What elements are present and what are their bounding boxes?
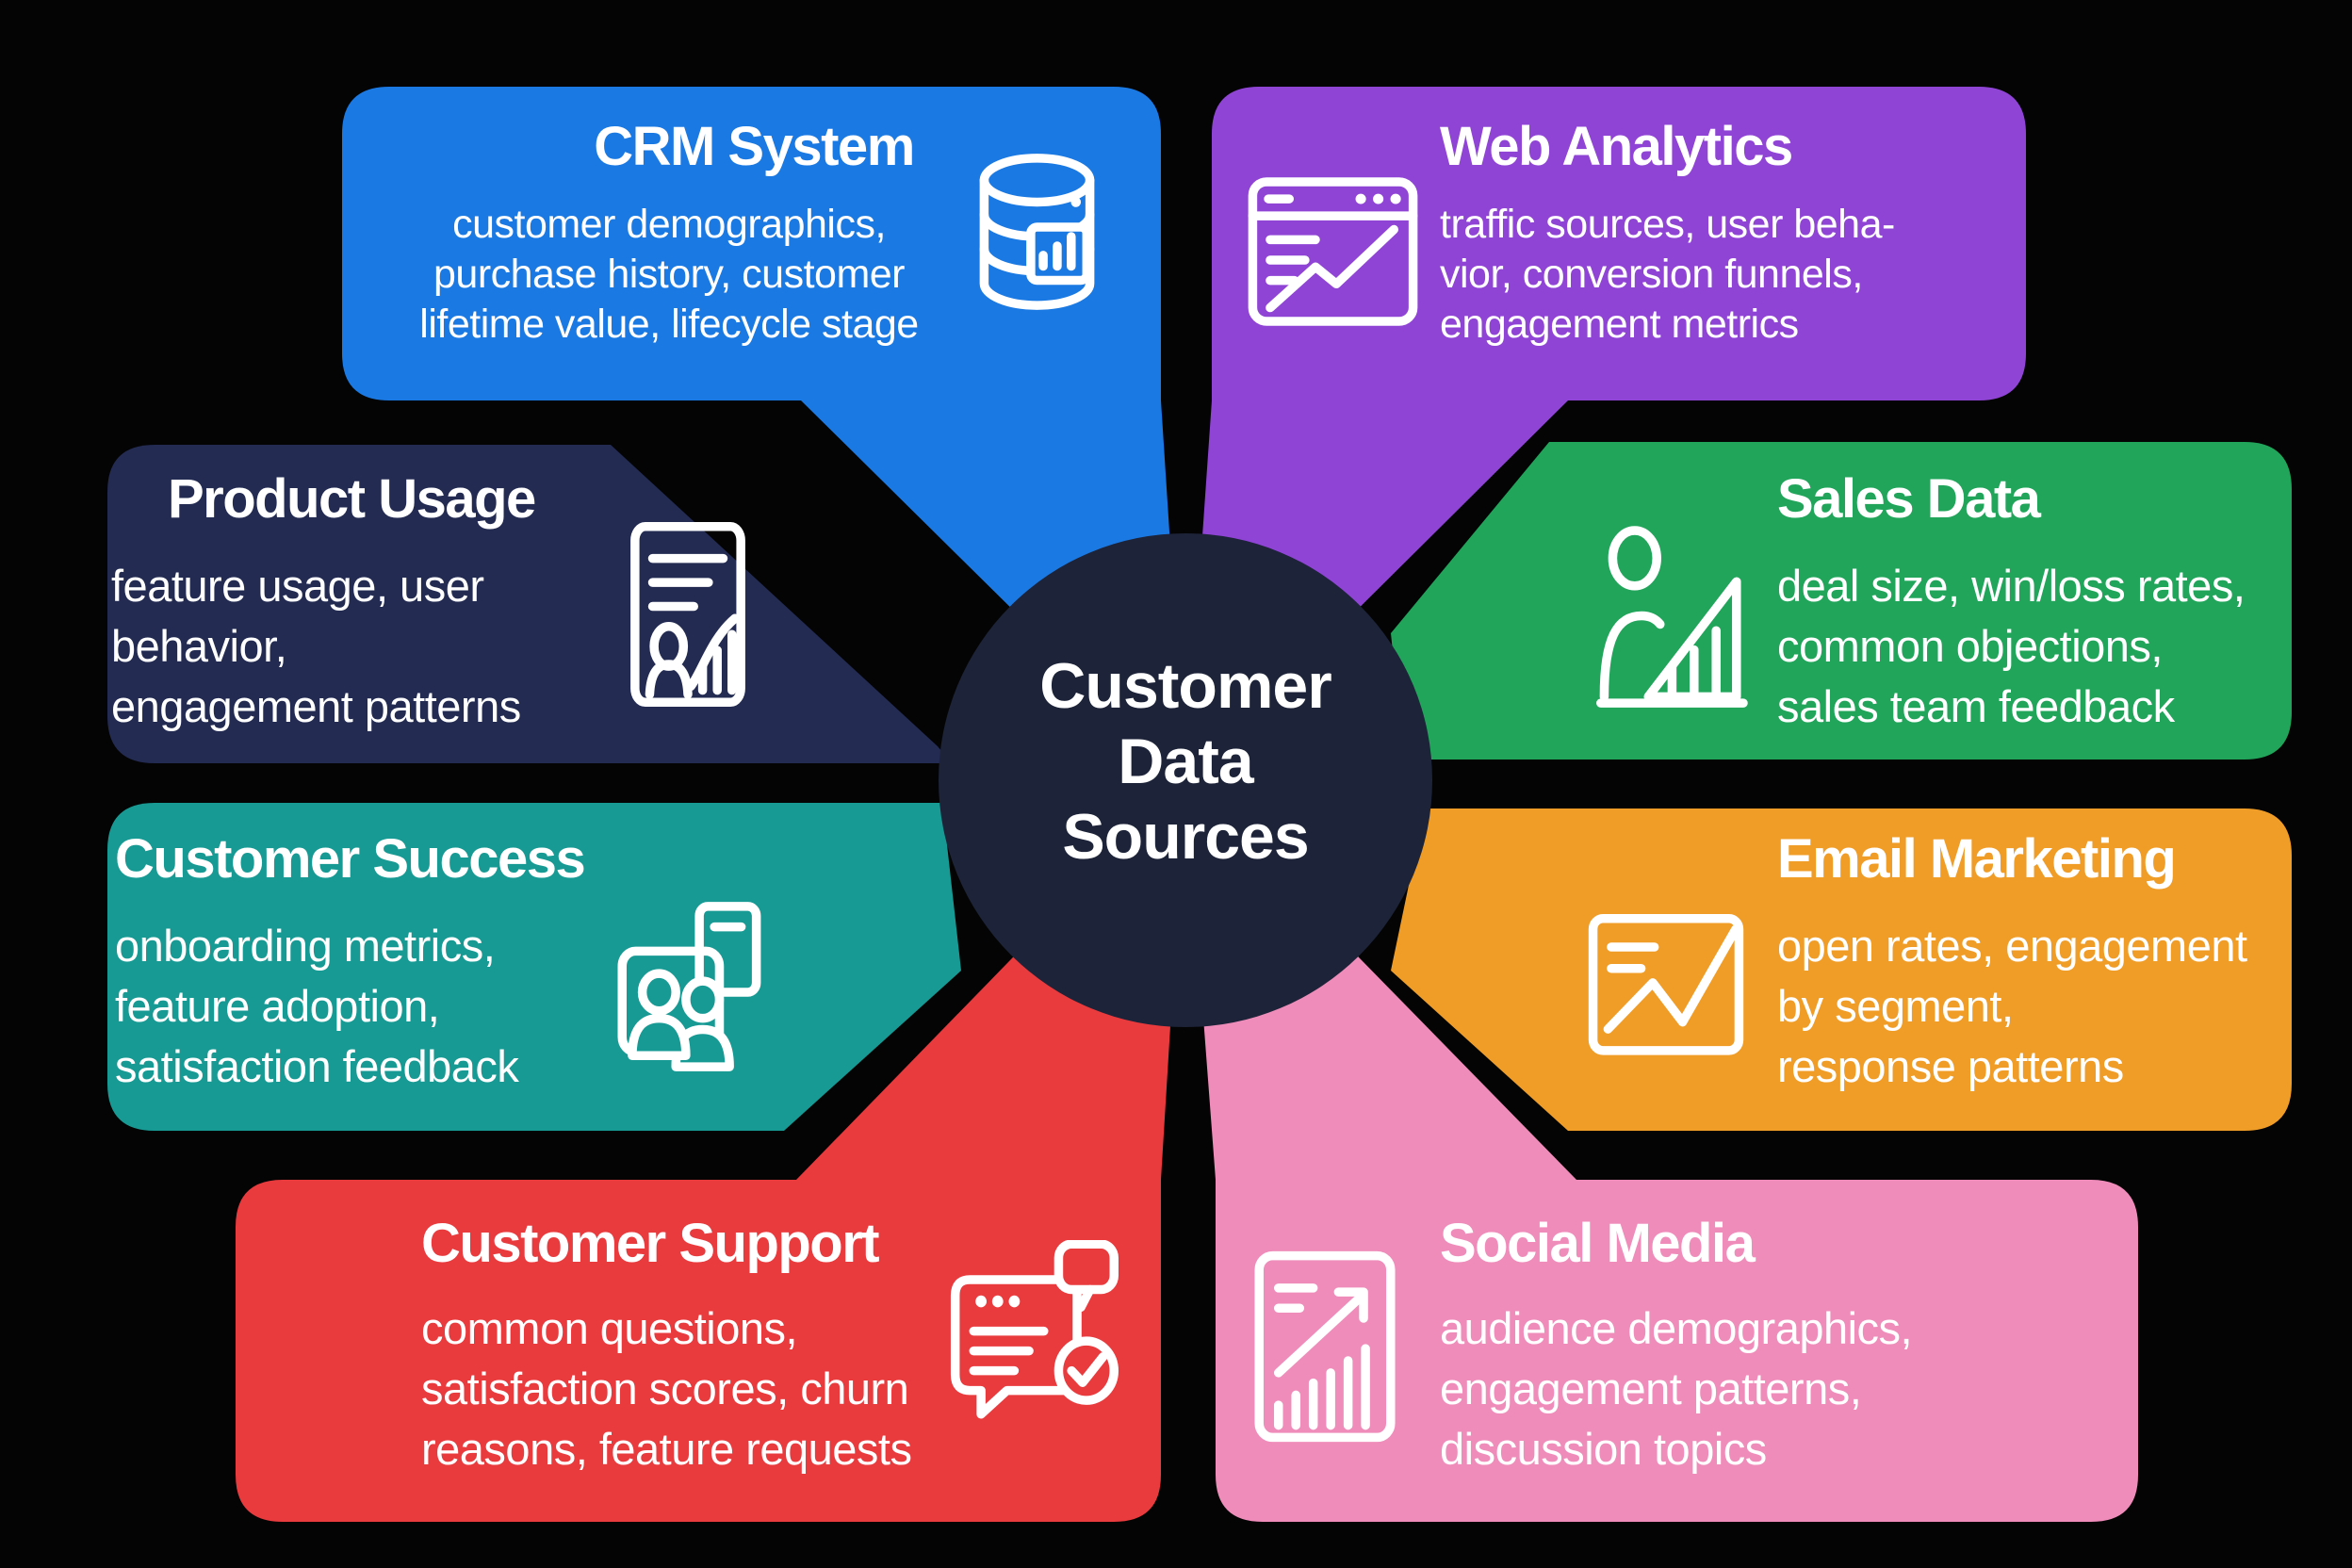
envelope-icon — [1583, 897, 1749, 1065]
browser-trend-icon — [1246, 173, 1420, 330]
people-document-icon — [609, 895, 776, 1082]
sales-data-description: deal size, win/loss rates, common object… — [1777, 561, 2246, 731]
customer-success-description: onboarding metrics, feature adoption, sa… — [115, 921, 519, 1091]
center-title-line: Sources — [1062, 801, 1309, 873]
center-title: Customer Data Sources — [884, 648, 1487, 874]
database-chart-icon — [959, 139, 1115, 324]
product-usage-title: Product Usage — [168, 468, 536, 530]
report-person-chart-icon — [614, 514, 761, 714]
web-analytics-title: Web Analytics — [1440, 116, 1793, 177]
customer-support-block-shape — [236, 780, 1185, 1522]
customer-success-title: Customer Success — [115, 828, 586, 890]
sales-data-title: Sales Data — [1777, 468, 2041, 530]
social-media-title: Social Media — [1440, 1213, 1756, 1274]
crm-description: customer demographics, purchase history,… — [419, 202, 919, 347]
crm-title: CRM System — [594, 116, 915, 177]
web-analytics-block-shape — [1185, 87, 2026, 780]
crm-block-shape — [342, 87, 1185, 780]
chat-check-icon — [940, 1240, 1125, 1438]
social-media-description: audience demographics, engagement patter… — [1440, 1303, 1913, 1474]
social-media-block-shape — [1185, 780, 2138, 1522]
product-usage-description: feature usage, user behavior, engagement… — [111, 561, 521, 731]
email-marketing-title: Email Marketing — [1777, 828, 2177, 890]
customer-success-block-shape — [107, 803, 961, 1131]
center-title-line: Customer — [1039, 650, 1331, 722]
center-circle — [939, 533, 1432, 1027]
sales-data-block-shape — [1391, 442, 2292, 760]
center-title-line: Data — [1118, 726, 1253, 797]
growth-chart-icon — [1251, 1248, 1398, 1446]
presenter-bar-chart-icon — [1591, 522, 1760, 735]
customer-support-description: common questions, satisfaction scores, c… — [421, 1303, 912, 1474]
email-marketing-description: open rates, engagement by segment, respo… — [1777, 921, 2247, 1091]
customer-support-title: Customer Support — [421, 1213, 880, 1274]
web-analytics-description: traffic sources, user beha- vior, conver… — [1440, 202, 1895, 347]
